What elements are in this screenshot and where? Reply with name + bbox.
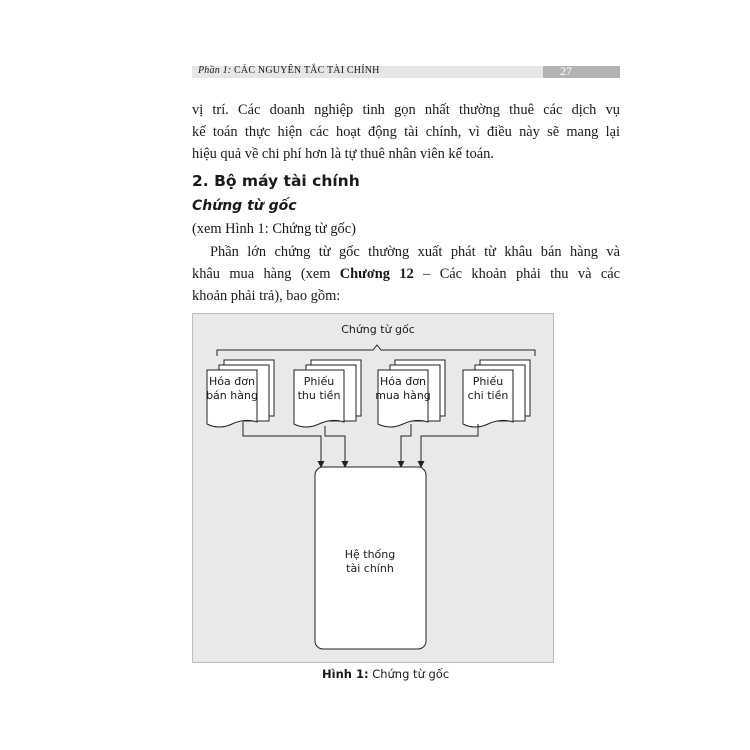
header-chapter-title: CÁC NGUYÊN TẮC TÀI CHÍNH [234,65,380,76]
document-stack-receipt-voucher: Phiếu thu tiền [293,359,362,428]
system-label: Hệ thống [345,548,396,561]
paragraph-line: kế toán thực hiện các hoạt động tài chín… [192,124,620,140]
document-label: Hóa đơn [209,375,255,388]
document-label: bán hàng [206,389,258,402]
arrow-down-icon [417,461,425,468]
arrowheads [317,461,425,468]
header-part-label: Phần 1: [198,65,232,76]
text-span: khâu mua hàng (xem [192,266,340,282]
arrow-down-icon [317,461,325,468]
subsection-title: Chứng từ gốc [192,198,297,214]
paragraph-line: Phần lớn chứng từ gốc thường xuất phát t… [210,244,620,260]
document-stack-sales-invoice: Hóa đơn bán hàng [206,359,275,428]
financial-system-box [314,466,427,650]
paragraph-sources: Phần lớn chứng từ gốc thường xuất phát t… [192,241,620,307]
document-label: Phiếu [473,375,503,388]
arrow-down-icon [397,461,405,468]
connector-lines [242,422,479,462]
document-stack-purchase-invoice: Hóa đơn mua hàng [375,359,446,428]
document-label: chi tiền [468,389,509,402]
document-label: Hóa đơn [380,375,426,388]
caption-label: Hình 1: [322,667,369,681]
caption-text: Chứng từ gốc [372,667,450,681]
chapter-reference: Chương 12 [339,266,414,282]
figure-diagram: Chứng từ gốc Hóa đơn bán hàng Phiếu thu … [192,313,554,663]
paragraph-line: vị trí. Các doanh nghiệp tinh gọn nhất t… [192,102,620,118]
figure-reference: (xem Hình 1: Chứng từ gốc) [192,221,356,237]
diagram-svg: Chứng từ gốc Hóa đơn bán hàng Phiếu thu … [206,323,536,650]
document-stack-payment-voucher: Phiếu chi tiền [462,359,531,428]
brace-icon [216,344,536,356]
system-label: tài chính [346,562,394,575]
arrow-down-icon [341,461,349,468]
document-label: mua hàng [375,389,431,402]
text-span: – Các khoản phải thu và các [413,266,620,282]
header-title: Phần 1: CÁC NGUYÊN TẮC TÀI CHÍNH [198,65,380,76]
paragraph-line: hiệu quả về chi phí hơn là tự thuê nhân … [192,146,494,162]
group-label: Chứng từ gốc [341,323,415,336]
paragraph-line: khoản phải trả), bao gồm: [192,288,341,304]
running-header: Phần 1: CÁC NGUYÊN TẮC TÀI CHÍNH 27 [192,64,620,78]
figure-caption: Hình 1: Chứng từ gốc [322,667,449,681]
document-label: Phiếu [304,375,334,388]
document-label: thu tiền [298,389,341,402]
paragraph-intro: vị trí. Các doanh nghiệp tinh gọn nhất t… [192,99,620,165]
paragraph-line: khâu mua hàng (xem Chương 12 – Các khoản… [192,263,620,285]
page-number: 27 [560,64,572,78]
section-title: 2. Bộ máy tài chính [192,172,360,190]
